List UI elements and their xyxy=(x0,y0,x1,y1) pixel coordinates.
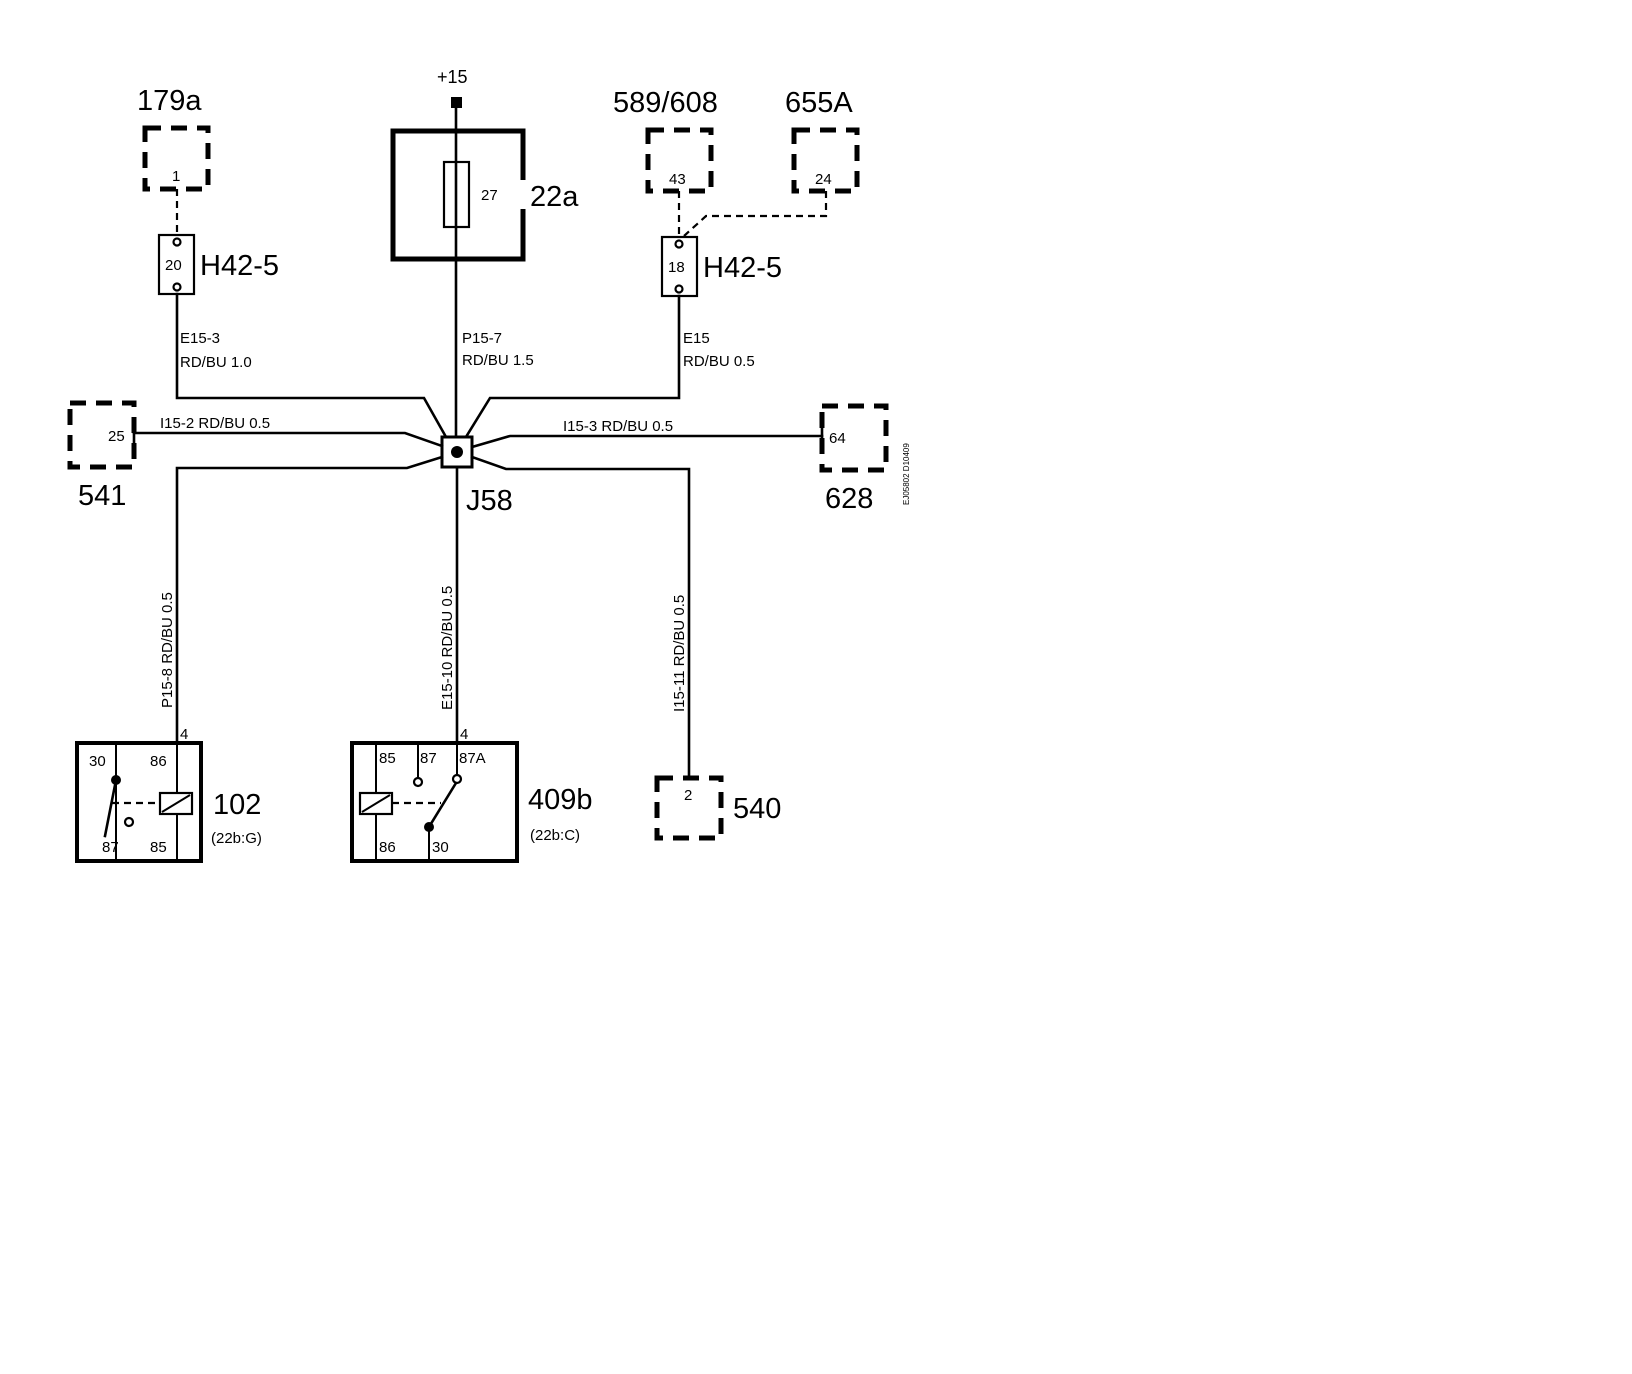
wire-center-top-spec: RD/BU 1.5 xyxy=(462,352,534,369)
relay-409b-pin-87a: 87A xyxy=(459,750,486,767)
connector-655a-pin: 24 xyxy=(815,171,832,188)
link-655a-h42 xyxy=(683,191,828,237)
wire-left-top xyxy=(175,292,448,439)
component-540 xyxy=(654,775,724,841)
component-541 xyxy=(67,400,137,470)
fuse-box-22a xyxy=(390,128,526,262)
wire-i15-3-label: I15-3 RD/BU 0.5 xyxy=(563,418,673,435)
h42-left-top-pin xyxy=(172,237,182,247)
supply-terminal xyxy=(451,97,462,108)
h42-right-bottom-pin xyxy=(674,284,684,294)
connector-179a-label: 179a xyxy=(137,85,202,117)
h42-right-top-pin xyxy=(674,239,684,249)
supply-label: +15 xyxy=(437,67,468,87)
relay-102-pin-86: 86 xyxy=(150,753,167,770)
connector-589-608 xyxy=(645,127,714,194)
wire-i15-11 xyxy=(470,455,691,780)
relay-409b-wire-pin: 4 xyxy=(460,726,468,743)
relay-102-ref: (22b:G) xyxy=(211,830,262,847)
relay-102-label: 102 xyxy=(213,789,261,821)
component-540-pin: 2 xyxy=(684,787,692,804)
wire-i15-3 xyxy=(470,434,824,449)
h42-right-label: H42-5 xyxy=(703,252,782,284)
wire-left-top-code: E15-3 xyxy=(180,330,220,347)
junction-dot xyxy=(451,446,463,458)
h42-left-bottom-pin xyxy=(172,282,182,292)
relay-409b-pin-87: 87 xyxy=(420,750,437,767)
h42-right-pin: 18 xyxy=(668,259,685,276)
connector-179a-pin: 1 xyxy=(172,168,180,185)
component-628-label: 628 xyxy=(825,483,873,515)
fuse-component-label: 22a xyxy=(530,181,579,213)
h42-left-pin: 20 xyxy=(165,257,182,274)
relay-409b-ref: (22b:C) xyxy=(530,827,580,844)
relay-102-wire-pin: 4 xyxy=(180,726,188,743)
relay-409b-contact-87 xyxy=(412,776,424,788)
wire-right-top xyxy=(464,294,681,439)
component-541-pin: 25 xyxy=(108,428,125,445)
relay-102-switch xyxy=(103,778,118,838)
wire-i15-11-label: I15-11 RD/BU 0.5 xyxy=(671,595,688,712)
wire-center-top-code: P15-7 xyxy=(462,330,502,347)
document-code: EJ05802 D10409 xyxy=(902,443,911,505)
fuse-number: 27 xyxy=(481,187,498,204)
component-628-pin: 64 xyxy=(829,430,846,447)
connector-655a xyxy=(791,127,860,194)
relay-102-contact-87 xyxy=(123,816,135,828)
wire-i15-2 xyxy=(132,431,444,448)
wire-p15-8-label: P15-8 RD/BU 0.5 xyxy=(159,592,176,708)
wire-i15-2-label: I15-2 RD/BU 0.5 xyxy=(160,415,270,432)
relay-409b-label: 409b xyxy=(528,784,593,816)
relay-102-coil-slash xyxy=(161,794,191,813)
wire-right-top-code: E15 xyxy=(683,330,710,347)
h42-left-label: H42-5 xyxy=(200,250,279,282)
wire-e15-10-label: E15-10 RD/BU 0.5 xyxy=(439,586,456,710)
connector-589-608-label: 589/608 xyxy=(613,87,718,119)
wire-p15-8 xyxy=(175,455,444,745)
connector-655a-label: 655A xyxy=(785,87,853,119)
relay-409b-coil-slash xyxy=(361,794,391,813)
connector-589-608-pin: 43 xyxy=(669,171,686,188)
wire-left-top-spec: RD/BU 1.0 xyxy=(180,354,252,371)
relay-102-pin-87: 87 xyxy=(102,839,119,856)
wire-right-top-spec: RD/BU 0.5 xyxy=(683,353,755,370)
relay-409b-pin-86: 86 xyxy=(379,839,396,856)
relay-409b-pin-30: 30 xyxy=(432,839,449,856)
relay-102-pin-85: 85 xyxy=(150,839,167,856)
relay-409b-pin-85: 85 xyxy=(379,750,396,767)
component-541-label: 541 xyxy=(78,480,126,512)
relay-409b-switch xyxy=(427,781,458,829)
relay-409b-contact-87a xyxy=(451,773,463,785)
relay-102-pin-30: 30 xyxy=(89,753,106,770)
component-540-label: 540 xyxy=(733,793,781,825)
connector-179a xyxy=(142,125,211,192)
junction-label: J58 xyxy=(466,485,513,517)
